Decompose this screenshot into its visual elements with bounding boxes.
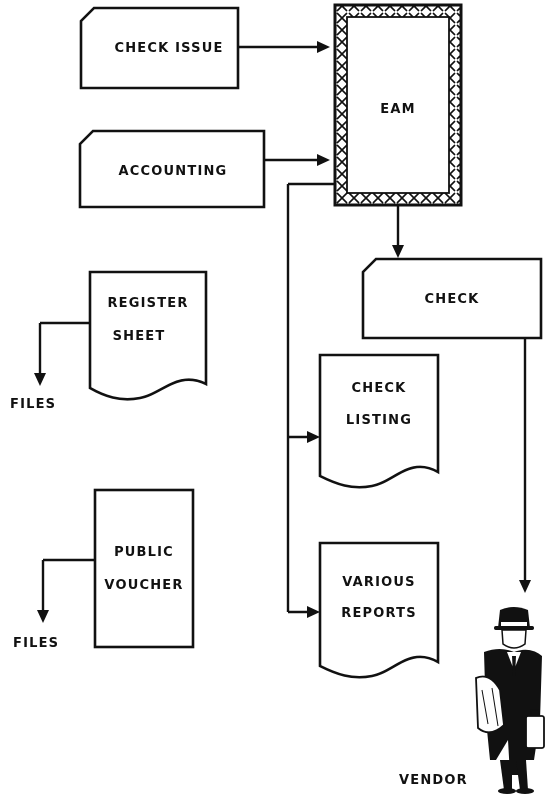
check-issue-label: CHECK ISSUE — [114, 41, 223, 56]
accounting-card: ACCOUNTING — [78, 129, 266, 209]
register-sheet-line2: SHEET — [113, 329, 166, 344]
connector-check-to-vendor — [519, 338, 531, 593]
register-sheet-document: REGISTER SHEET — [88, 270, 208, 401]
public-voucher-box: PUBLIC VOUCHER — [93, 488, 195, 649]
check-issue-card: CHECK ISSUE — [79, 6, 240, 90]
connector-to-various-reports — [288, 606, 320, 618]
connector-check-issue-to-eam — [238, 41, 330, 53]
various-reports-line2: REPORTS — [341, 606, 417, 621]
vendor-label: VENDOR — [399, 773, 468, 788]
connector-accounting-to-eam — [264, 154, 330, 166]
check-listing-line2: LISTING — [346, 413, 412, 428]
connector-eam-to-check — [392, 205, 404, 258]
various-reports-document: VARIOUS REPORTS — [318, 541, 440, 679]
connector-voucher-to-files — [37, 558, 95, 623]
check-card: CHECK — [361, 257, 543, 340]
various-reports-line1: VARIOUS — [342, 575, 415, 590]
public-voucher-line1: PUBLIC — [114, 545, 174, 560]
connector-register-to-files — [34, 321, 90, 386]
check-label: CHECK — [425, 292, 480, 307]
files-label-1: FILES — [10, 397, 56, 412]
files-label-2: FILES — [13, 636, 59, 651]
check-listing-line1: CHECK — [352, 381, 407, 396]
connector-to-check-listing — [288, 431, 320, 443]
check-listing-document: CHECK LISTING — [318, 353, 440, 489]
eam-label: EAM — [380, 102, 415, 117]
public-voucher-line2: VOUCHER — [104, 578, 183, 593]
businessman-with-briefcase-icon — [475, 607, 545, 794]
accounting-label: ACCOUNTING — [119, 164, 228, 179]
connector-eam-to-reports-trunk — [286, 182, 335, 612]
register-sheet-line1: REGISTER — [107, 296, 188, 311]
eam-processing-block: EAM — [333, 3, 463, 207]
